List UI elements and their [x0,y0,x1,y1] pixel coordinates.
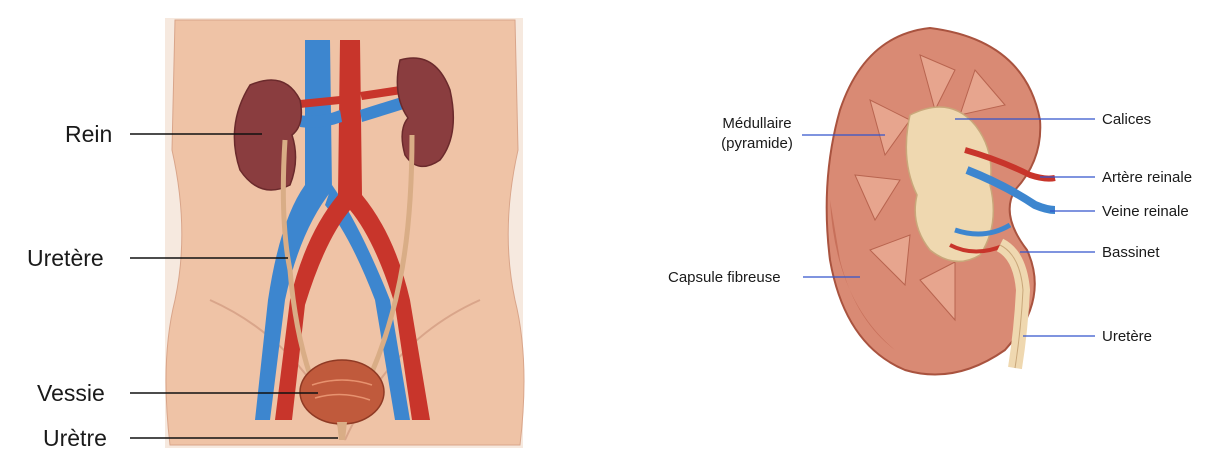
label-rein: Rein [65,121,112,147]
urinary-system-illustration: Rein Uretère Vessie Urètre [0,0,600,457]
label-vessie: Vessie [37,380,105,406]
label-artere: Artère reinale [1102,169,1192,186]
label-bassinet: Bassinet [1102,244,1160,261]
kidney-left [234,80,301,190]
label-uretre: Urètre [43,425,107,451]
label-uretere-left: Uretère [27,245,104,271]
label-pyramide: (pyramide) [721,135,793,152]
bladder [300,360,384,424]
label-medullaire: Médullaire [722,115,791,132]
urinary-system-svg: Rein Uretère Vessie Urètre [0,0,600,457]
label-uretere-right: Uretère [1102,328,1152,345]
kidney-section-illustration: Médullaire (pyramide) Capsule fibreuse C… [655,0,1216,457]
label-capsule: Capsule fibreuse [668,269,781,286]
label-calices: Calices [1102,111,1151,128]
kidney-section-svg: Médullaire (pyramide) Capsule fibreuse C… [655,0,1216,457]
label-veine: Veine reinale [1102,203,1189,220]
